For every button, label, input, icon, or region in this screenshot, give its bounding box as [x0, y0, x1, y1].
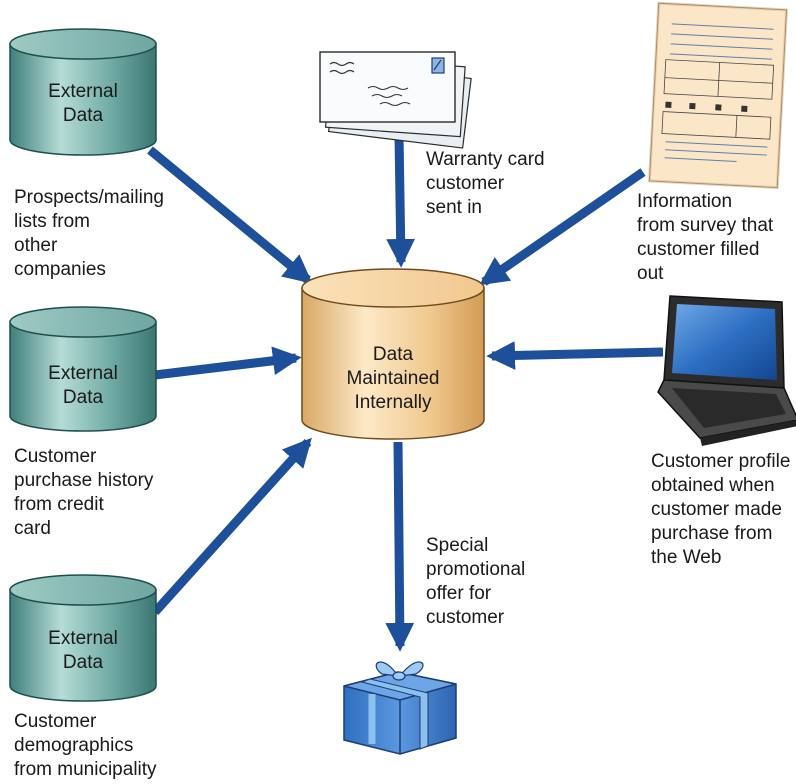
external-data-label-2-line-2: Data [62, 387, 104, 408]
arrow-internal-to-gift [385, 441, 415, 652]
caption-prospects-line-3: other [14, 235, 58, 256]
caption-promo-line-3: offer for [426, 583, 492, 604]
caption-warranty-line-3: sent in [426, 197, 482, 218]
external-data-cylinder-3 [9, 574, 157, 702]
caption-demographics-line-3: from municipality [14, 759, 157, 780]
external-data-label-3-line-1: External [48, 628, 118, 649]
caption-purchase-history-line-2: purchase history [14, 470, 154, 491]
caption-prospects-line-2: lists from [14, 211, 90, 232]
caption-purchase-history-line-4: card [14, 518, 51, 539]
caption-demographics-line-1: Customer [14, 711, 97, 732]
caption-prospects: Prospects/mailing lists from other compa… [14, 186, 164, 282]
caption-purchase-history: Customer purchase history from credit ca… [14, 445, 153, 541]
caption-web-profile-line-3: customer made [651, 499, 782, 520]
caption-promo-line-1: Special [426, 535, 489, 556]
external-data-label-1-line-2: Data [62, 105, 104, 126]
external-data-cylinder-2 [9, 306, 157, 432]
caption-promo-line-2: promotional [426, 559, 526, 580]
arrow-warranty-to-internal [386, 134, 416, 268]
caption-warranty-line-2: customer [426, 173, 505, 194]
external-data-label-3: External Data [40, 627, 126, 675]
arrow-external1-to-internal [147, 146, 313, 284]
arrow-laptop-to-internal [486, 341, 664, 370]
external-data-label-3-line-2: Data [62, 652, 104, 673]
internal-data-cylinder [301, 268, 485, 440]
caption-web-profile-line-1: Customer profile [651, 451, 791, 472]
internal-data-label-line-3: Internally [354, 392, 432, 413]
survey-form-icon [647, 1, 789, 190]
caption-warranty: Warranty card customer sent in [426, 148, 545, 220]
caption-purchase-history-line-1: Customer [14, 446, 97, 467]
external-data-label-1-line-1: External [48, 81, 118, 102]
caption-web-profile-line-4: purchase from [651, 523, 773, 544]
arrow-external2-to-internal [154, 346, 302, 380]
arrows [147, 134, 664, 652]
caption-survey-line-1: Information [637, 191, 733, 212]
caption-web-profile-line-5: the Web [651, 547, 722, 568]
caption-prospects-line-1: Prospects/mailing [14, 187, 164, 208]
caption-survey-line-2: from survey that [637, 215, 774, 236]
internal-data-label-line-2: Maintained [346, 368, 440, 389]
external-data-label-2-line-1: External [48, 363, 118, 384]
caption-survey-line-3: customer filled [637, 239, 760, 260]
warranty-card-icon [319, 51, 472, 149]
internal-data-label: Data Maintained Internally [328, 343, 458, 415]
external-data-cylinder-1 [9, 28, 157, 156]
gift-box-icon [343, 661, 457, 755]
internal-data-label-line-1: Data [372, 344, 414, 365]
external-data-label-1: External Data [40, 80, 126, 128]
caption-prospects-line-4: companies [14, 259, 106, 280]
arrow-survey-to-internal [479, 168, 646, 286]
caption-demographics-line-2: demographics [14, 735, 134, 756]
caption-promo: Special promotional offer for customer [426, 534, 525, 630]
caption-web-profile-line-2: obtained when [651, 475, 775, 496]
external-data-label-2: External Data [40, 362, 126, 410]
caption-web-profile: Customer profile obtained when customer … [651, 450, 790, 570]
arrow-external3-to-internal [151, 437, 312, 616]
caption-promo-line-4: customer [426, 607, 505, 628]
caption-purchase-history-line-3: from credit [14, 494, 104, 515]
caption-survey: Information from survey that customer fi… [637, 190, 773, 286]
caption-warranty-line-1: Warranty card [426, 149, 545, 170]
caption-demographics: Customer demographics from municipality [14, 710, 157, 782]
caption-survey-line-4: out [637, 263, 664, 284]
laptop-icon [657, 295, 796, 446]
